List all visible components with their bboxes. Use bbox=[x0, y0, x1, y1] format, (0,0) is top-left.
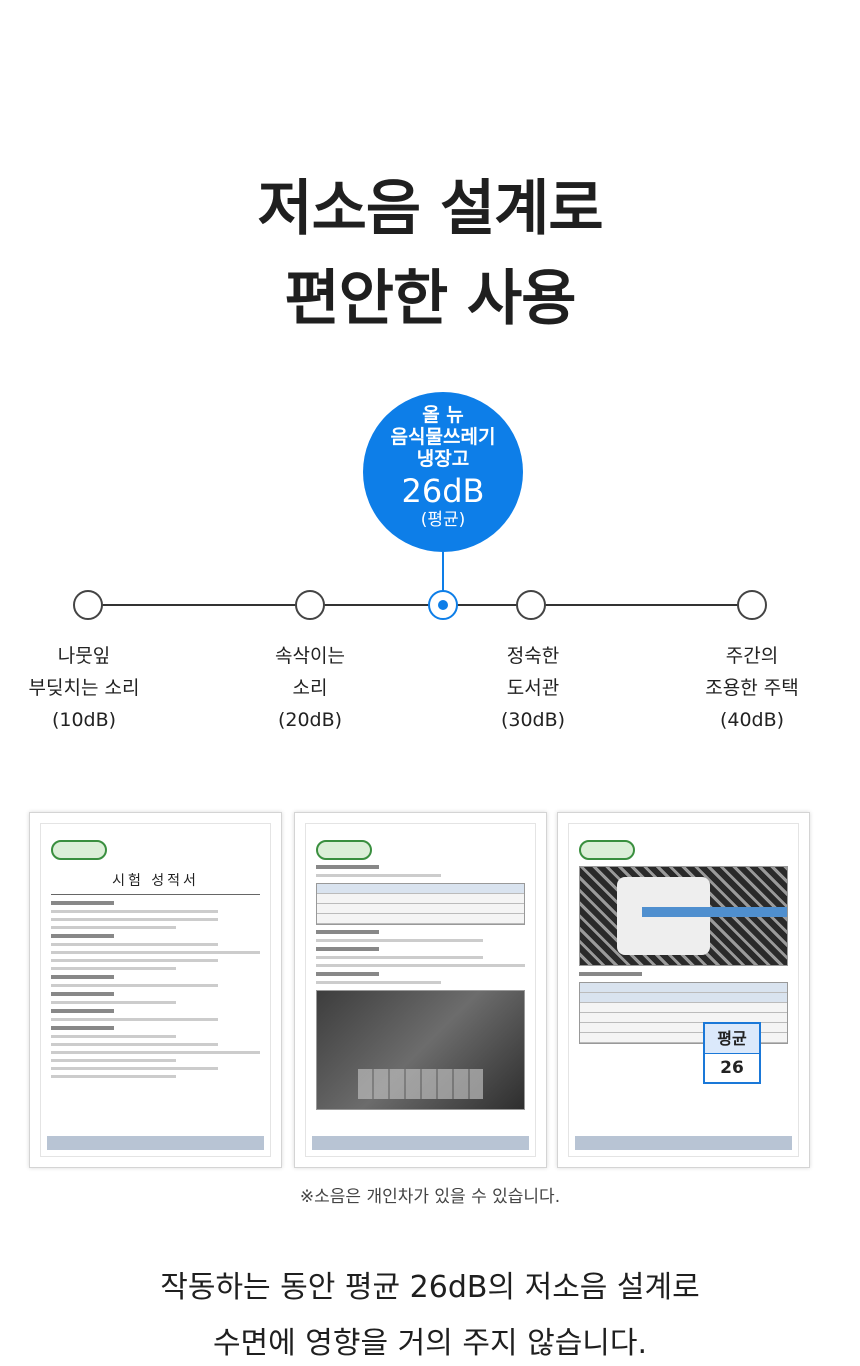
label-text: 주간의 bbox=[725, 645, 779, 667]
test-report-page-3 bbox=[557, 812, 810, 1168]
average-value: 26 bbox=[720, 1058, 744, 1078]
headline-line-1: 저소음 설계로 bbox=[257, 174, 603, 244]
equipment-table bbox=[316, 883, 525, 925]
summary-line-1: 작동하는 동안 평균 26dB의 저소음 설계로 bbox=[160, 1270, 700, 1305]
lab-logo-icon bbox=[51, 840, 107, 860]
test-report-page-1: 시험 성적서 bbox=[29, 812, 282, 1168]
timeline-track bbox=[88, 604, 752, 606]
bubble-pointer-line bbox=[442, 552, 444, 594]
bubble-line-2: 음식물쓰레기 bbox=[390, 426, 496, 448]
test-report-page-2 bbox=[294, 812, 547, 1168]
label-text: 나뭇잎 bbox=[57, 645, 111, 667]
headline-line-2: 편안한 사용 bbox=[284, 264, 577, 334]
bubble-db-value: 26dB bbox=[401, 472, 485, 510]
timeline-node-30db bbox=[516, 590, 546, 620]
bubble-avg-label: (평균) bbox=[420, 510, 466, 530]
report-footer bbox=[47, 1136, 264, 1150]
disclaimer-note: ※소음은 개인차가 있을 수 있습니다. bbox=[299, 1187, 561, 1207]
label-text: 정숙한 bbox=[506, 645, 560, 667]
lab-logo-icon bbox=[316, 840, 372, 860]
report-title: 시험 성적서 bbox=[51, 870, 260, 895]
report-footer bbox=[312, 1136, 529, 1150]
report-footer bbox=[575, 1136, 792, 1150]
noise-timeline bbox=[0, 586, 860, 626]
timeline-label-30db: 정숙한 도서관 (30dB) bbox=[433, 640, 633, 736]
lab-logo-icon bbox=[579, 840, 635, 860]
label-text: 도서관 bbox=[506, 677, 560, 699]
label-value: (30dB) bbox=[500, 709, 566, 731]
label-value: (40dB) bbox=[719, 709, 785, 731]
anechoic-chamber-photo bbox=[316, 990, 525, 1110]
timeline-node-10db bbox=[73, 590, 103, 620]
timeline-node-40db bbox=[737, 590, 767, 620]
label-value: (20dB) bbox=[277, 709, 343, 731]
timeline-node-20db bbox=[295, 590, 325, 620]
label-text: 속삭이는 bbox=[275, 645, 345, 667]
timeline-label-40db: 주간의 조용한 주택 (40dB) bbox=[652, 640, 852, 736]
measurement-photo bbox=[579, 866, 788, 966]
label-text: 부딪치는 소리 bbox=[28, 677, 140, 699]
summary-line-2: 수면에 영향을 거의 주지 않습니다. bbox=[212, 1326, 648, 1361]
label-text: 조용한 주택 bbox=[705, 677, 799, 699]
timeline-label-20db: 속삭이는 소리 (20dB) bbox=[210, 640, 410, 736]
label-text: 소리 bbox=[292, 677, 328, 699]
average-highlight-box: 평균 26 bbox=[703, 1022, 761, 1084]
average-label: 평균 bbox=[705, 1024, 759, 1054]
result-table bbox=[579, 982, 788, 1044]
label-value: (10dB) bbox=[51, 709, 117, 731]
bubble-line-3: 냉장고 bbox=[416, 448, 470, 470]
product-noise-bubble: 올 뉴 음식물쓰레기 냉장고 26dB (평균) bbox=[363, 392, 523, 552]
bubble-line-1: 올 뉴 bbox=[422, 404, 464, 426]
timeline-node-product bbox=[428, 590, 458, 620]
timeline-label-10db: 나뭇잎 부딪치는 소리 (10dB) bbox=[0, 640, 184, 736]
